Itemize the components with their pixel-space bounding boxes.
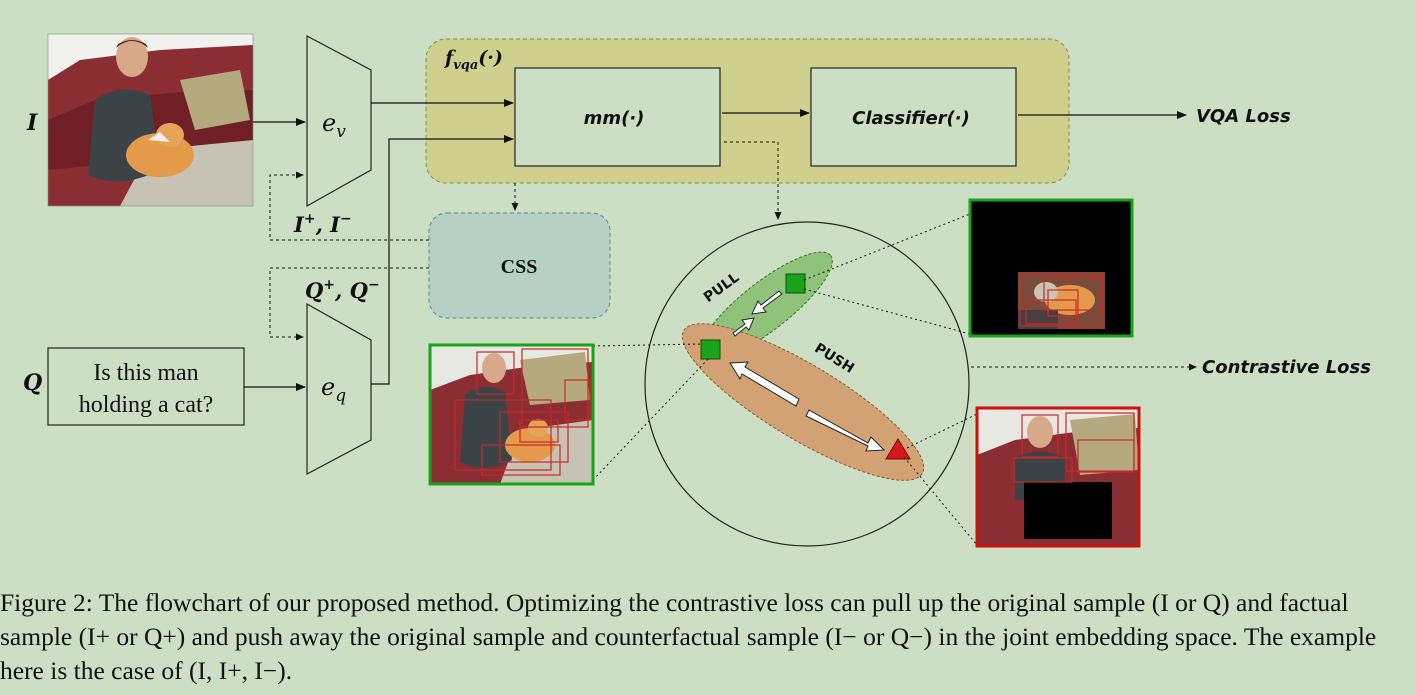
counterfactual-sample-marker <box>885 438 911 460</box>
dashed-connectors <box>269 141 1197 371</box>
input-photo-frame <box>47 33 254 207</box>
leader-lines <box>592 213 978 546</box>
counterfactual-sample-frame <box>975 406 1141 548</box>
counterfactual-mask <box>1024 482 1112 539</box>
original-sample-marker <box>700 339 721 360</box>
fvqa-label: fvqa(·) <box>443 47 503 73</box>
contrastive-loss-label: Contrastive Loss <box>1202 357 1371 378</box>
classifier-label: Classifier(·) <box>852 108 970 129</box>
original-sample-detection-boxes <box>454 348 591 476</box>
question-text-line2: holding a cat? <box>79 392 214 418</box>
figure-caption: Figure 2: The flowchart of our proposed … <box>0 588 1377 685</box>
classifier-box <box>810 67 1017 167</box>
original-sample-frame <box>428 343 595 486</box>
visual-encoder-shape <box>306 35 372 208</box>
factual-sample-detection-boxes <box>1019 273 1104 327</box>
counterfactual-detection-boxes <box>1013 412 1135 483</box>
image-pair-label: I+, I− <box>293 211 352 237</box>
mm-box <box>514 67 721 167</box>
factual-sample-marker <box>785 273 806 294</box>
original-sample-photo <box>430 345 593 484</box>
flowchart-diagram: I Q Is this man holding a cat? ev eq fvq… <box>23 33 1371 548</box>
question-label: Q <box>23 370 42 396</box>
push-region <box>681 323 925 481</box>
input-image-label: I <box>26 110 38 136</box>
pull-arrows <box>732 290 783 337</box>
input-photo <box>48 34 253 206</box>
mm-label: mm(·) <box>584 108 645 129</box>
question-text-line1: Is this man <box>93 360 198 386</box>
push-arrows <box>729 361 886 452</box>
visual-encoder-label: ev <box>322 109 346 142</box>
question-encoder-shape <box>306 302 372 475</box>
question-pair-label: Q+, Q− <box>305 277 380 303</box>
css-box <box>428 212 611 319</box>
css-label: CSS <box>501 256 538 278</box>
embedding-space-circle <box>644 221 970 547</box>
solid-connectors <box>244 99 1187 391</box>
question-encoder-label: eq <box>321 373 346 406</box>
vqa-loss-label: VQA Loss <box>1196 106 1291 127</box>
